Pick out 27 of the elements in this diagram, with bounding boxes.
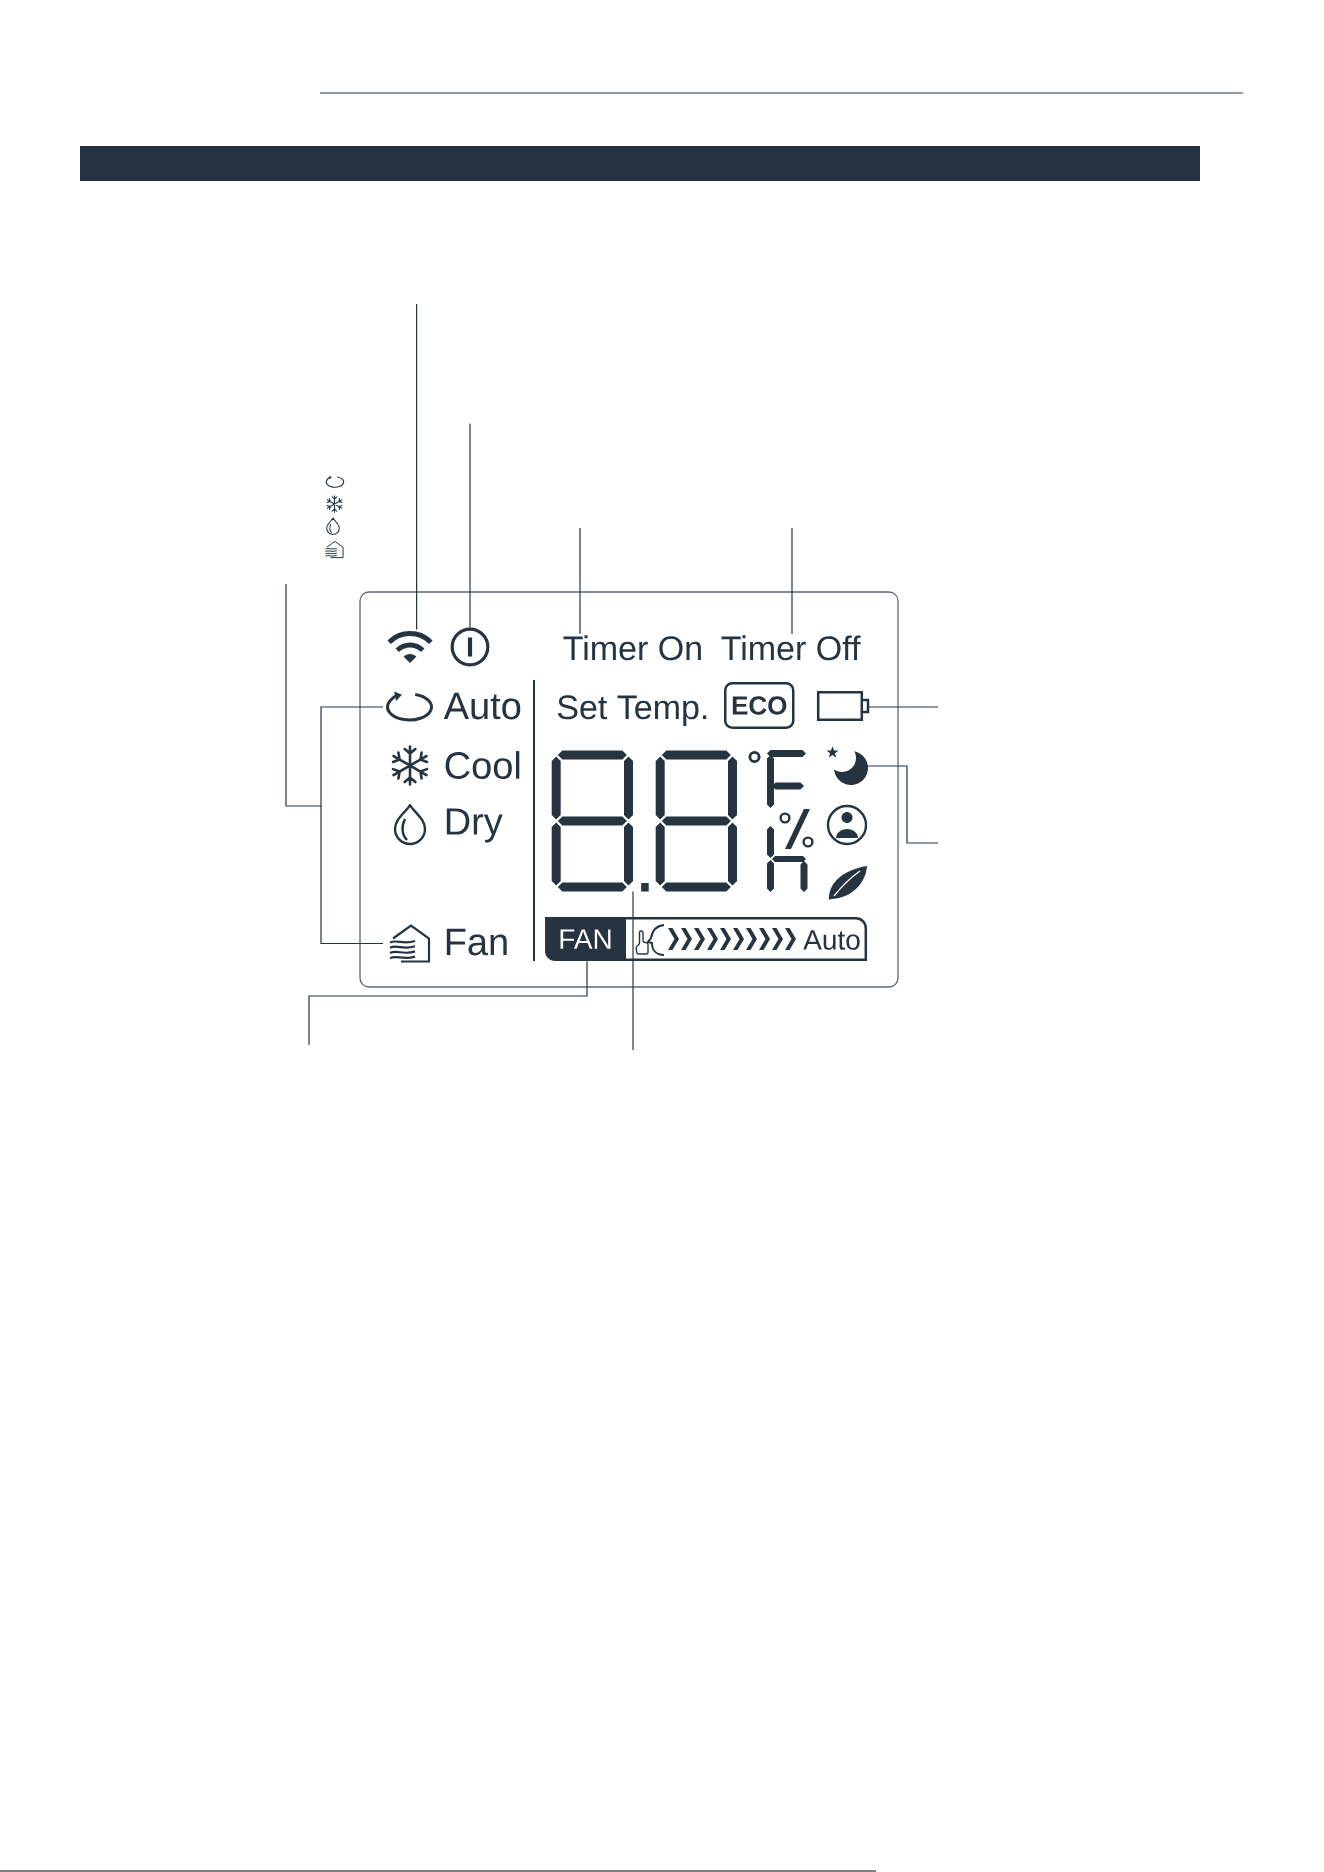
indicator-label: Timer On [563, 635, 701, 661]
cycle-arrow-icon [386, 691, 433, 722]
mode-label: Dry [446, 808, 503, 843]
eco-badge: ECO [724, 682, 795, 729]
wifi-icon [387, 631, 433, 663]
indicator-label: Timer Off [721, 635, 861, 661]
leader-line [416, 303, 418, 631]
house-wind-icon [388, 924, 431, 963]
moon-icon [826, 746, 868, 785]
leader-line [579, 527, 581, 635]
lcd-frame [359, 591, 899, 988]
leader-line [632, 890, 634, 1051]
leader-line [469, 422, 471, 629]
mode-label: Cool [445, 751, 520, 779]
fan-speed-bar: Auto [626, 916, 868, 962]
segment-display-drawing [551, 750, 737, 892]
leader-line [791, 527, 793, 635]
leader-line [308, 960, 588, 1046]
battery-icon [816, 690, 870, 722]
leader-line [866, 765, 939, 844]
mode-label: Auto [443, 692, 521, 720]
leader-line [285, 583, 384, 945]
power-icon [450, 627, 490, 667]
mode-label: Fan [446, 928, 507, 956]
leader-line [868, 706, 939, 708]
display-label: Set Temp. [557, 695, 707, 727]
fan-tab: FAN [545, 917, 626, 961]
